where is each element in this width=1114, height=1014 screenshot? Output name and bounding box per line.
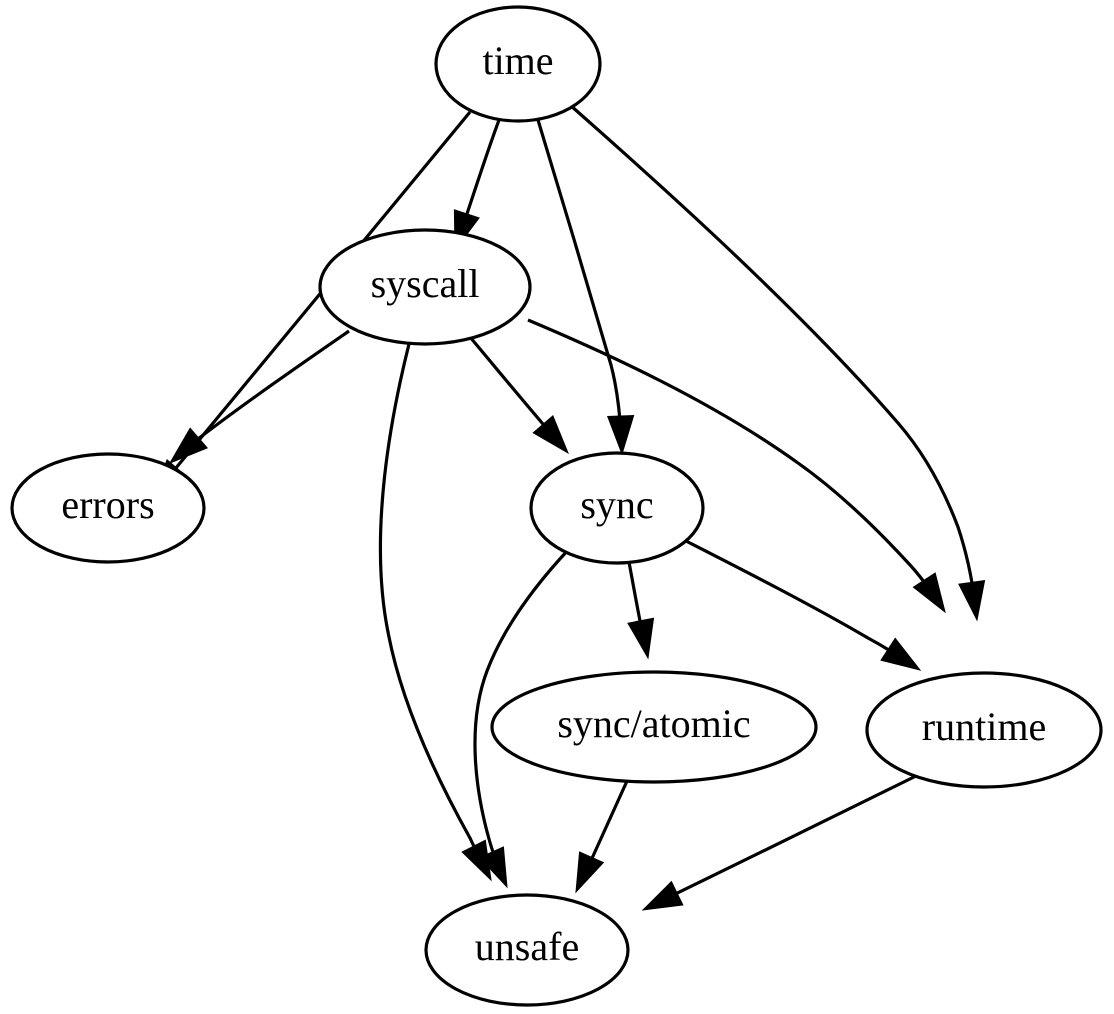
node-label: syscall xyxy=(371,261,480,306)
edge-sync-to-unsafe xyxy=(473,547,571,889)
node-errors[interactable]: errors xyxy=(10,452,206,564)
node-ellipse[interactable] xyxy=(865,671,1103,789)
edge-time-to-runtime xyxy=(568,103,986,622)
edge-sync-atomic-to-unsafe xyxy=(575,780,629,894)
edge-time-to-syscall xyxy=(453,119,501,252)
edge-arrowhead-icon xyxy=(880,637,922,671)
edge-syscall-to-errors xyxy=(168,329,350,465)
edge-arrowhead-icon xyxy=(168,427,209,465)
edge-line xyxy=(468,335,557,440)
edge-arrowhead-icon xyxy=(575,851,605,894)
edge-arrowhead-icon xyxy=(606,415,635,456)
edge-line xyxy=(473,547,571,872)
edge-line xyxy=(685,539,907,663)
node-syscall[interactable]: syscall xyxy=(318,228,532,346)
node-label: sync xyxy=(580,482,653,527)
node-label: runtime xyxy=(922,704,1046,749)
node-sync-atomic[interactable]: sync/atomic xyxy=(490,670,818,784)
edges-layer xyxy=(150,103,986,911)
node-label: errors xyxy=(61,482,154,527)
edge-syscall-to-unsafe xyxy=(378,343,492,882)
edge-arrowhead-icon xyxy=(532,414,570,455)
edge-sync-to-sync-atomic xyxy=(627,561,655,660)
edge-line xyxy=(378,343,485,865)
node-ellipse[interactable] xyxy=(490,670,818,784)
node-label: sync/atomic xyxy=(557,701,750,746)
node-label: time xyxy=(482,38,553,83)
edge-line xyxy=(658,773,919,904)
edge-line xyxy=(527,318,937,598)
edge-arrowhead-icon xyxy=(958,579,986,622)
node-label: unsafe xyxy=(475,924,579,969)
edge-arrowhead-icon xyxy=(478,846,508,889)
edge-arrowhead-icon xyxy=(912,572,946,614)
edge-arrowhead-icon xyxy=(627,617,655,660)
edge-syscall-to-sync xyxy=(468,335,570,455)
nodes-layer: time syscall errors sync sync/atomic runtime u… xyxy=(10,5,1103,1007)
edge-runtime-to-unsafe xyxy=(641,773,919,911)
node-time[interactable]: time xyxy=(434,5,602,123)
node-runtime[interactable]: runtime xyxy=(865,671,1103,789)
edge-time-to-sync xyxy=(536,119,635,456)
edge-line xyxy=(181,329,350,454)
edge-sync-to-runtime xyxy=(685,539,922,671)
node-sync[interactable]: sync xyxy=(529,451,705,565)
edge-line xyxy=(536,119,623,438)
node-ellipse[interactable] xyxy=(424,893,630,1007)
edge-arrowhead-icon xyxy=(641,880,684,911)
node-ellipse[interactable] xyxy=(434,5,602,123)
edge-syscall-to-runtime xyxy=(527,318,946,614)
node-ellipse[interactable] xyxy=(318,228,532,346)
edge-line xyxy=(568,103,977,604)
node-unsafe[interactable]: unsafe xyxy=(424,893,630,1007)
node-ellipse[interactable] xyxy=(10,452,206,564)
node-ellipse[interactable] xyxy=(529,451,705,565)
